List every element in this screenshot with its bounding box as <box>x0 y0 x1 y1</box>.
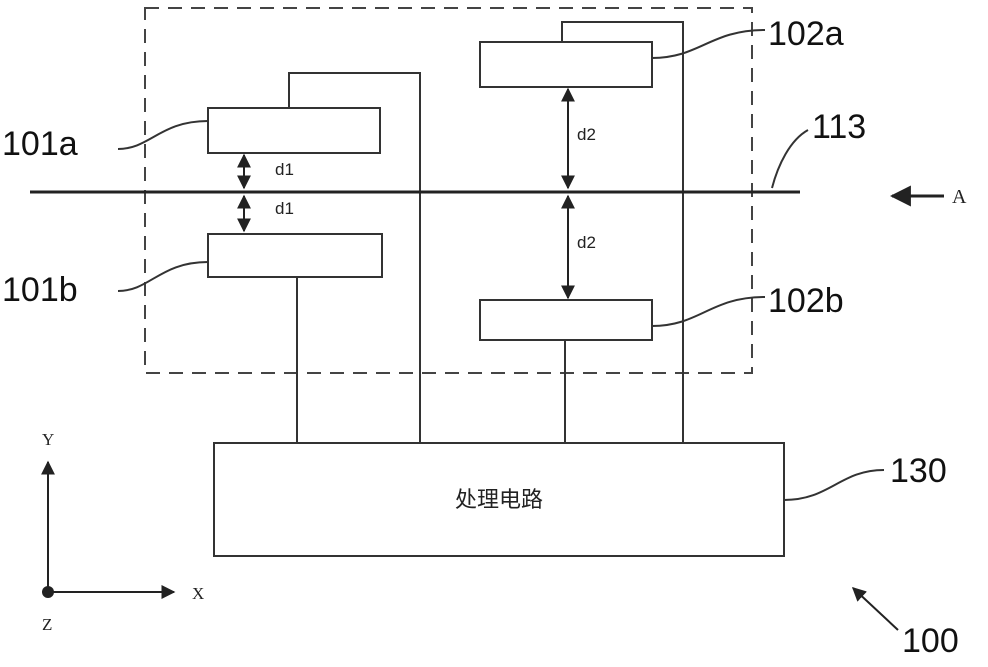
z-axis-origin-dot <box>42 586 54 598</box>
sensor-101a-box <box>207 107 381 154</box>
d1-lower-label: d1 <box>275 199 294 218</box>
d2-upper-label: d2 <box>577 125 596 144</box>
z-axis-label: Z <box>42 615 52 634</box>
label-102a: 102a <box>768 15 844 53</box>
leader-130 <box>783 469 885 501</box>
d1-upper-label: d1 <box>275 160 294 179</box>
label-100: 100 <box>902 622 959 660</box>
x-axis-label: X <box>192 584 204 603</box>
leader-102a <box>651 29 766 59</box>
device-100-arrow <box>851 587 899 631</box>
y-axis-label: Y <box>42 430 54 449</box>
label-101a: 101a <box>2 125 78 163</box>
sensor-101b-box <box>207 233 383 278</box>
processing-circuit-label: 处理电路 <box>455 488 543 513</box>
processing-circuit-box <box>213 442 785 557</box>
wire-101a <box>288 72 421 443</box>
leader-101a <box>117 120 209 150</box>
leader-102b <box>651 296 766 327</box>
label-113: 113 <box>812 108 866 146</box>
leader-113 <box>771 129 809 189</box>
wire-102a <box>561 21 684 443</box>
label-101b: 101b <box>2 271 78 309</box>
direction-a-label: A <box>952 186 967 208</box>
sensor-102a-box <box>479 41 653 88</box>
label-130: 130 <box>890 452 947 490</box>
label-102b: 102b <box>768 282 844 320</box>
sensor-102b-box <box>479 299 653 341</box>
d2-lower-label: d2 <box>577 233 596 252</box>
leader-101b <box>117 261 209 292</box>
